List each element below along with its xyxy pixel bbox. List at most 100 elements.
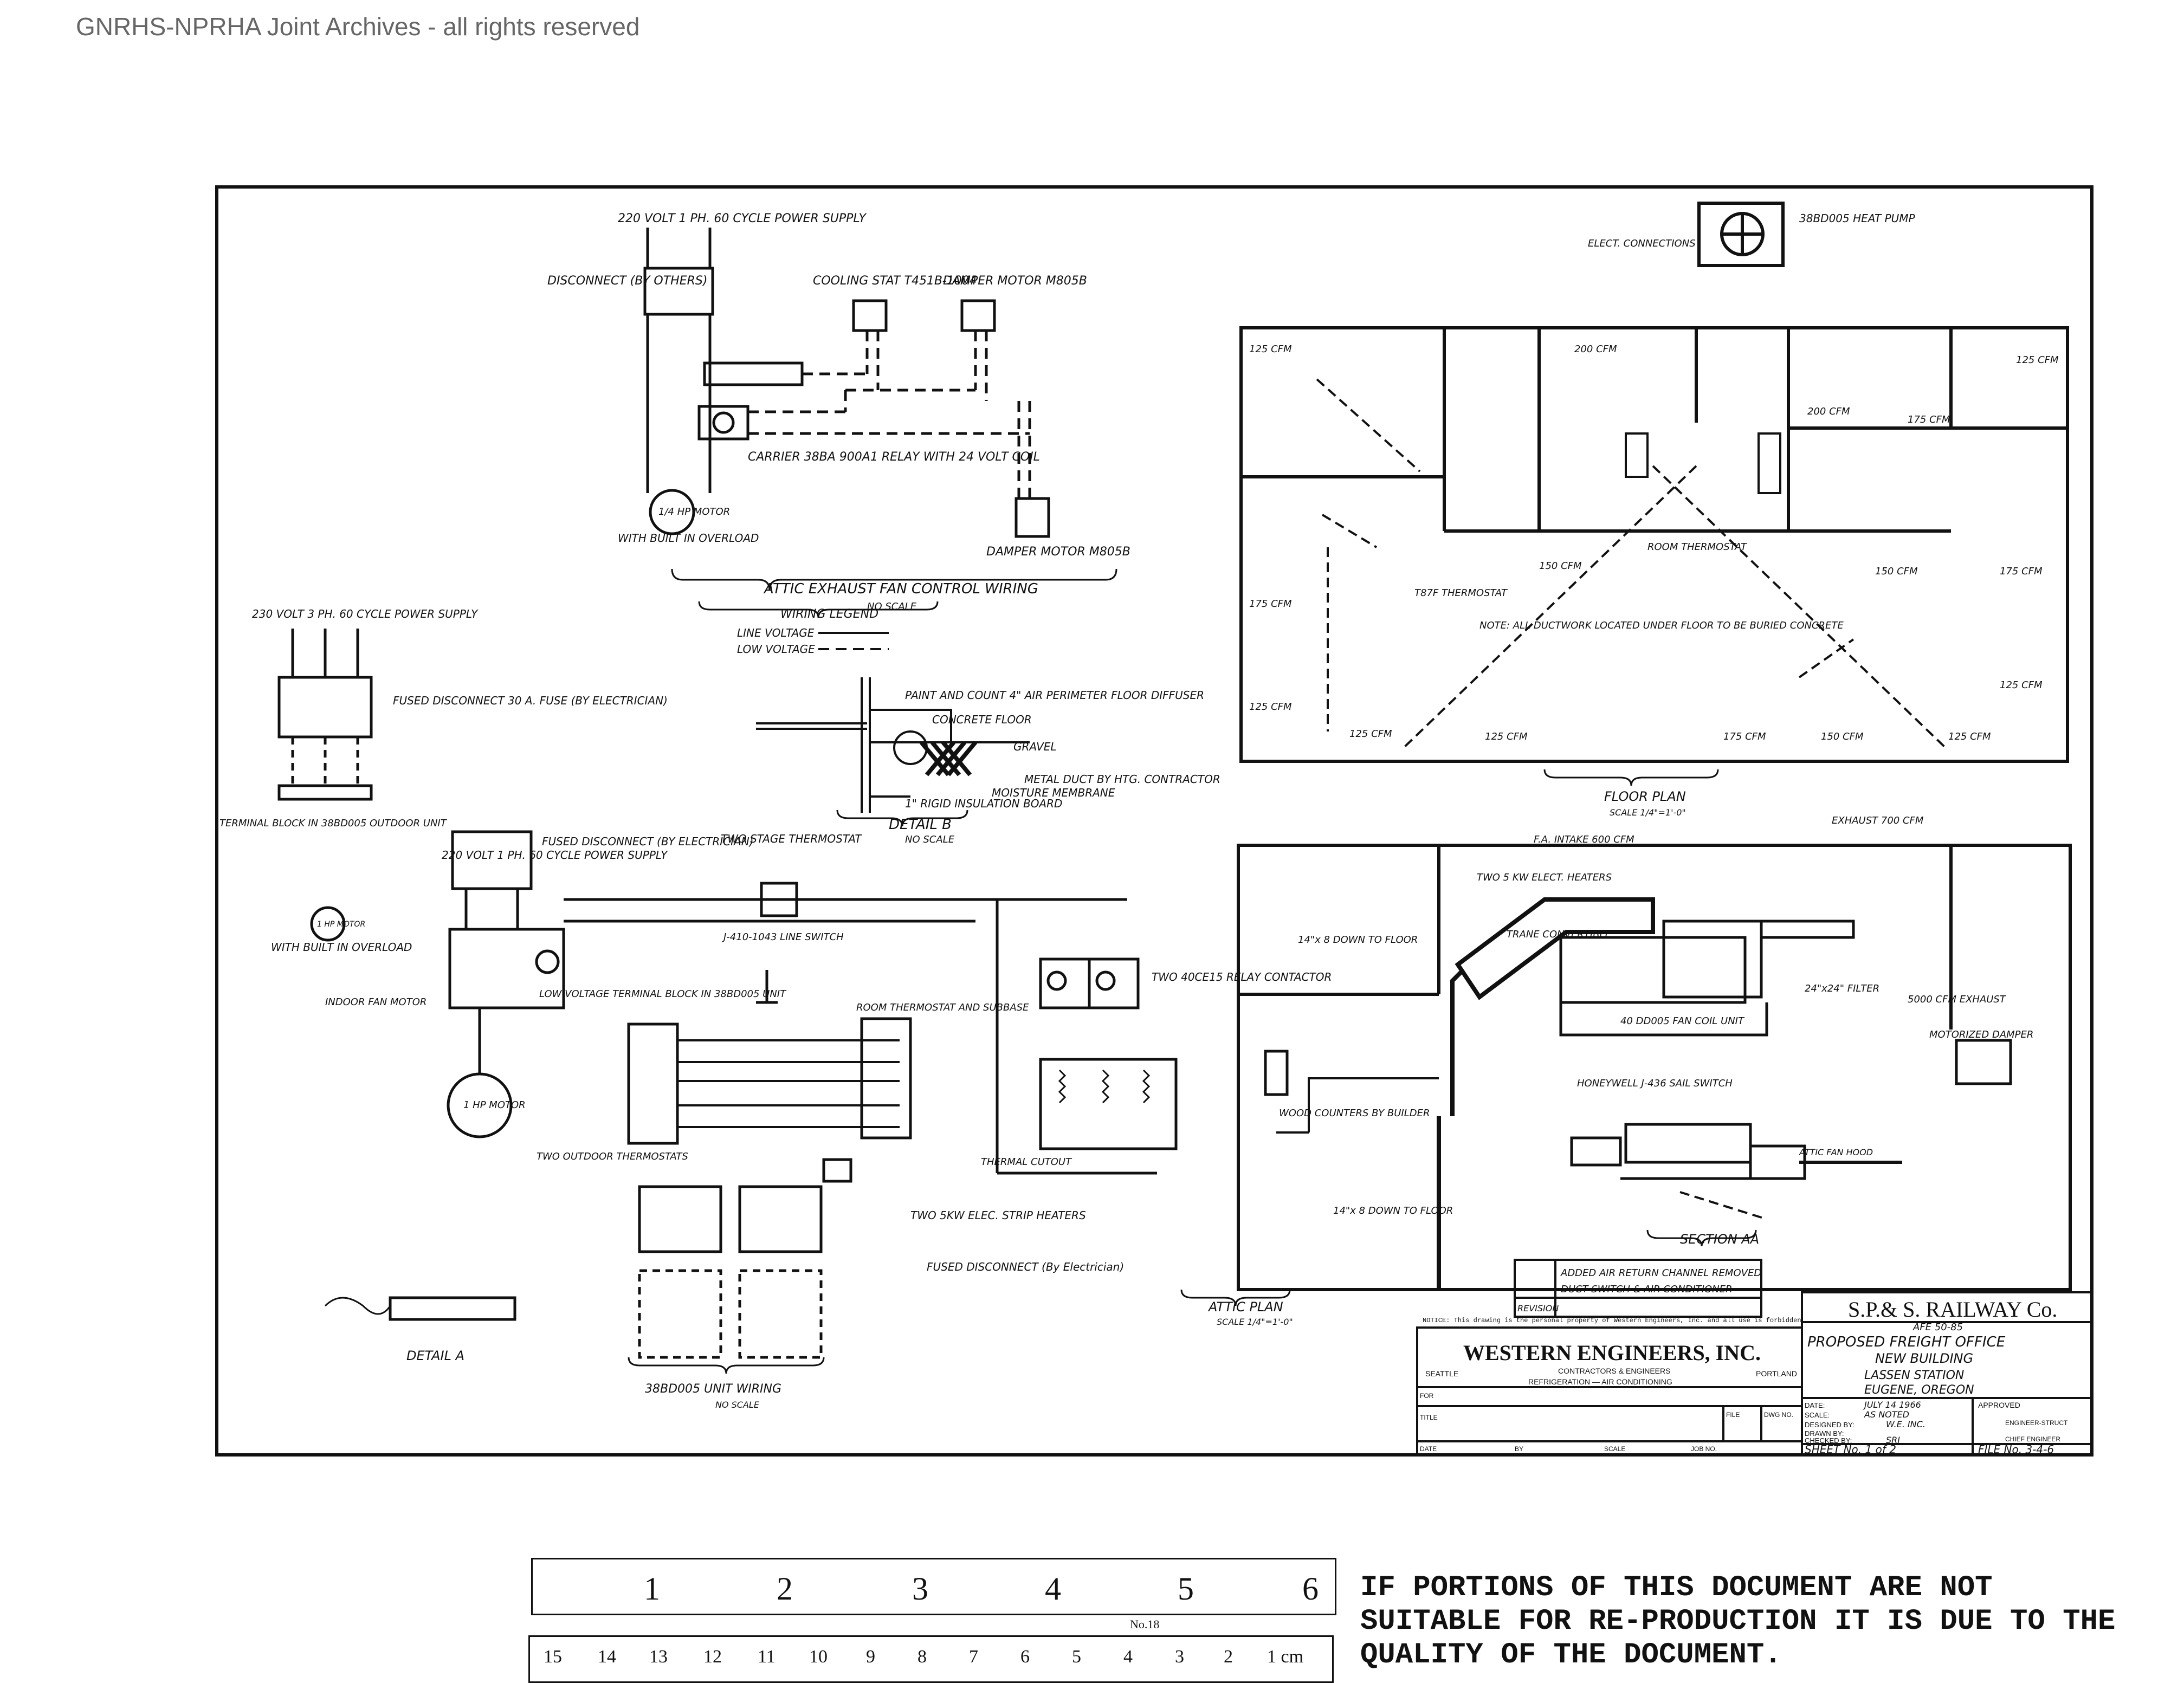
cm-mark-5: 5 bbox=[1072, 1647, 1081, 1667]
legend-line: LINE VOLTAGE bbox=[737, 626, 815, 639]
schematic-scale: NO SCALE bbox=[715, 1400, 760, 1410]
railway-checked: SRJ bbox=[1886, 1435, 1900, 1445]
cm-mark-6: 6 bbox=[1020, 1647, 1030, 1667]
cm-ruler: 1 cm 2 3 4 5 6 7 8 9 10 11 12 13 14 15 bbox=[528, 1635, 1334, 1683]
notice-legend: NOTICE: This drawing is the personal pro… bbox=[1423, 1317, 1801, 1324]
revision-row-1: ADDED AIR RETURN CHANNEL REMOVED bbox=[1560, 1267, 1761, 1279]
railway-date-label: DATE: bbox=[1805, 1401, 1825, 1409]
attic-plan-scale: SCALE 1/4"=1'-0" bbox=[1217, 1317, 1293, 1327]
power-motor-note: WITH BUILT IN OVERLOAD bbox=[271, 941, 412, 954]
section-aa-title: SECTION AA bbox=[1680, 1232, 1759, 1247]
western-sub1: CONTRACTORS & ENGINEERS bbox=[1558, 1367, 1670, 1375]
railway-eng1: ENGINEER-STRUCT bbox=[2005, 1419, 2068, 1427]
motor-hp-text: 1 HP MOTOR bbox=[463, 1099, 526, 1111]
cfm-3: 175 CFM bbox=[1249, 598, 1292, 610]
trane-text: TRANE CONVERTIBLE bbox=[1507, 929, 1611, 940]
inch-mark-1: 1 bbox=[644, 1571, 660, 1607]
supply-top-text: 230 VOLT 3 PH. 60 CYCLE POWER SUPPLY bbox=[252, 607, 479, 620]
exhaust-disconnect-text: DISCONNECT (BY OTHERS) bbox=[547, 274, 707, 288]
relay-block-text: LOW VOLTAGE TERMINAL BLOCK IN 38BD005 UN… bbox=[539, 988, 787, 1000]
cfm-2: 200 CFM bbox=[1574, 344, 1617, 355]
attic-plan: F.A. INTAKE 600 CFM EXHAUST 700 CFM TWO … bbox=[1180, 815, 2072, 1327]
contactor-text: TWO 40CE15 RELAY CONTACTOR bbox=[1152, 970, 1332, 983]
western-date-label: DATE bbox=[1420, 1445, 1437, 1453]
railway-line3: LASSEN STATION bbox=[1864, 1369, 1964, 1382]
detail-b-note-2: CONCRETE FLOOR bbox=[932, 713, 1032, 726]
detail-b-scale: NO SCALE bbox=[905, 834, 955, 845]
western-dwg-label: DWG NO. bbox=[1764, 1411, 1793, 1419]
railway-line4: EUGENE, OREGON bbox=[1864, 1383, 1974, 1397]
cm-mark-11: 11 bbox=[758, 1647, 776, 1667]
exhaust-motor-text: 1/4 HP MOTOR bbox=[658, 506, 730, 517]
cfm-5: 150 CFM bbox=[1539, 560, 1582, 572]
line-switch-text: J-410-1043 LINE SWITCH bbox=[722, 931, 844, 943]
room-thermostat-text: ROOM THERMOSTAT AND SUBBASE bbox=[856, 1002, 1029, 1013]
fa-intake-text: F.A. INTAKE 600 CFM bbox=[1534, 834, 1634, 845]
schematic-title: 38BD005 UNIT WIRING bbox=[645, 1382, 781, 1396]
railway-date: JULY 14 1966 bbox=[1863, 1400, 1921, 1410]
floor-plan-scale: SCALE 1/4"=1'-0" bbox=[1610, 807, 1686, 818]
detail-b-note-6: 1" RIGID INSULATION BOARD bbox=[905, 797, 1062, 810]
cm-mark-3: 3 bbox=[1175, 1647, 1184, 1667]
western-title-block: WESTERN ENGINEERS, INC. CONTRACTORS & EN… bbox=[1416, 1326, 1803, 1456]
thermal-cutout-text: THERMAL CUTOUT bbox=[981, 1156, 1072, 1168]
western-scale-label: SCALE bbox=[1604, 1445, 1625, 1453]
terminal-text: TERMINAL BLOCK IN 38BD005 OUTDOOR UNIT bbox=[219, 818, 448, 829]
western-file-label: FILE bbox=[1726, 1411, 1740, 1419]
cm-mark-4: 4 bbox=[1123, 1647, 1133, 1667]
legend-low: LOW VOLTAGE bbox=[737, 643, 815, 656]
damper-motor-bottom-text: DAMPER MOTOR M805B bbox=[986, 545, 1130, 559]
reproduction-notice: IF PORTIONS OF THIS DOCUMENT ARE NOT SUI… bbox=[1360, 1571, 2116, 1672]
railway-company: S.P.& S. RAILWAY Co. bbox=[1848, 1297, 2057, 1322]
detail-b-title: DETAIL B bbox=[889, 817, 952, 833]
detail-b: PAINT AND COUNT 4" AIR PERIMETER FLOOR D… bbox=[756, 677, 1220, 845]
cfm-13: 125 CFM bbox=[2016, 354, 2059, 366]
detail-b-note-1: PAINT AND COUNT 4" AIR PERIMETER FLOOR D… bbox=[905, 689, 1204, 702]
railway-scale-label: SCALE: bbox=[1805, 1411, 1830, 1419]
heat-pump-text: 38BD005 HEAT PUMP bbox=[1799, 212, 1916, 225]
western-for-label: FOR bbox=[1420, 1392, 1434, 1400]
outdoor-cfm-text: 5000 CFM EXHAUST bbox=[1908, 994, 2007, 1005]
western-job-label: JOB NO. bbox=[1691, 1445, 1717, 1453]
cm-mark-12: 12 bbox=[703, 1647, 722, 1667]
revision-row-2: DUCT SWITCH & AIR CONDITIONER bbox=[1561, 1284, 1732, 1295]
railway-designed-label: DESIGNED BY: bbox=[1805, 1421, 1855, 1429]
exhaust-cfm-text: EXHAUST 700 CFM bbox=[1832, 815, 1924, 826]
cfm-15: 125 CFM bbox=[1349, 728, 1392, 740]
inch-mark-5: 5 bbox=[1178, 1571, 1194, 1607]
exhaust-motor-note: WITH BUILT IN OVERLOAD bbox=[618, 532, 759, 545]
honeywell-text: HONEYWELL J-436 SAIL SWITCH bbox=[1577, 1078, 1733, 1089]
revision-box: ADDED AIR RETURN CHANNEL REMOVED DUCT SW… bbox=[1514, 1259, 1762, 1318]
outdoor-thermostats-text: TWO OUTDOOR THERMOSTATS bbox=[537, 1151, 688, 1162]
inch-mark-3: 3 bbox=[912, 1571, 928, 1607]
inch-mark-2: 2 bbox=[777, 1571, 793, 1607]
railway-line2: NEW BUILDING bbox=[1875, 1351, 1973, 1366]
western-city-left: SEATTLE bbox=[1425, 1369, 1458, 1378]
cfm-1: 125 CFM bbox=[1249, 344, 1292, 355]
cooling-stat-text: COOLING STAT T451B-1004 bbox=[813, 274, 977, 288]
relay-text: CARRIER 38BA 900A1 RELAY WITH 24 VOLT CO… bbox=[748, 450, 1040, 464]
floor-thermostat: T87F THERMOSTAT bbox=[1414, 587, 1508, 599]
inch-mark-6: 6 bbox=[1302, 1571, 1319, 1607]
railway-scale: AS NOTED bbox=[1864, 1409, 1909, 1420]
cfm-4: 125 CFM bbox=[1249, 701, 1292, 713]
mini-motor-text: 1 HP MOTOR bbox=[317, 920, 365, 929]
detail-a-title: DETAIL A bbox=[406, 1348, 464, 1363]
cm-mark-10: 10 bbox=[809, 1647, 828, 1667]
archive-watermark: GNRHS-NPRHA Joint Archives - all rights … bbox=[76, 12, 640, 41]
ruler-brand: No.18 bbox=[1130, 1617, 1160, 1631]
cfm-8: 200 CFM bbox=[1807, 406, 1850, 417]
railway-checked-label: CHECKED BY: bbox=[1805, 1436, 1852, 1445]
western-sub2: REFRIGERATION — AIR CONDITIONING bbox=[1528, 1377, 1672, 1386]
exhaust-wiring: 220 VOLT 1 PH. 60 CYCLE POWER SUPPLY DIS… bbox=[547, 212, 1130, 612]
cm-mark-1: 1 cm bbox=[1267, 1647, 1304, 1667]
indoor-fan-text: INDOOR FAN MOTOR bbox=[325, 996, 427, 1008]
revision-header: REVISION bbox=[1517, 1303, 1559, 1313]
cm-mark-14: 14 bbox=[598, 1647, 616, 1667]
attic-fan-text: ATTIC FAN HOOD bbox=[1799, 1147, 1873, 1157]
damper-motor-top-text: DAMPER MOTOR M805B bbox=[943, 274, 1087, 288]
unit-text: 40 DD005 FAN COIL UNIT bbox=[1620, 1015, 1745, 1027]
cm-mark-2: 2 bbox=[1224, 1647, 1233, 1667]
thermostat-text: TWO STAGE THERMOSTAT bbox=[721, 832, 862, 845]
